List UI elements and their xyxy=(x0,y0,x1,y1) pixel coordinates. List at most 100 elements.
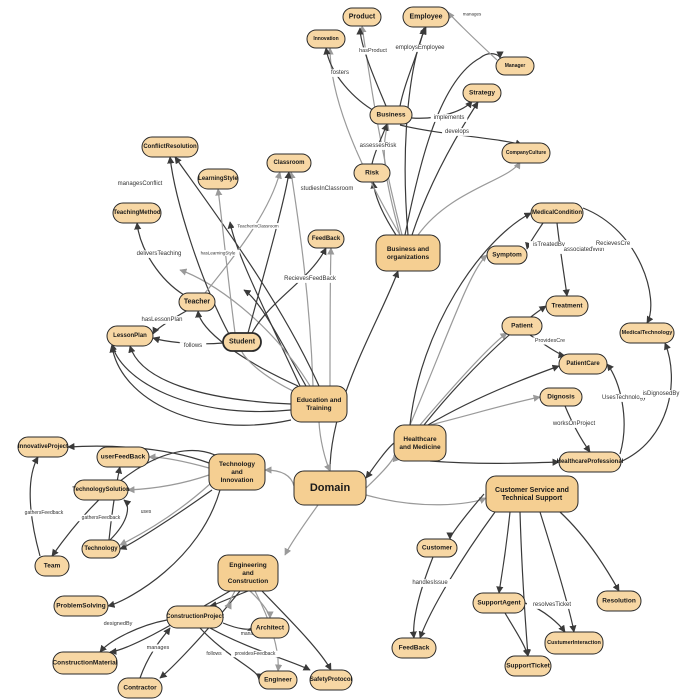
node-strategy[interactable]: Strategy xyxy=(462,83,502,103)
node-box[interactable] xyxy=(307,229,345,249)
node-medtech[interactable]: MedicalTechnology xyxy=(619,322,675,344)
node-box[interactable] xyxy=(290,385,348,423)
node-box[interactable] xyxy=(353,163,391,183)
node-box[interactable] xyxy=(309,669,353,691)
node-box[interactable] xyxy=(402,6,450,28)
node-box[interactable] xyxy=(342,7,382,27)
node-patient[interactable]: Patient xyxy=(501,316,543,336)
node-box[interactable] xyxy=(17,436,69,458)
node-box[interactable] xyxy=(34,555,70,577)
node-supportagent[interactable]: SupportAgent xyxy=(472,592,526,614)
node-innovation[interactable]: Innovation xyxy=(306,29,346,49)
node-box[interactable] xyxy=(117,677,163,699)
node-box[interactable] xyxy=(52,651,118,675)
node-healthprof[interactable]: HealthcareProfessional xyxy=(557,451,624,473)
node-employee[interactable]: Employee xyxy=(402,6,450,28)
node-box[interactable] xyxy=(472,592,526,614)
node-technology[interactable]: Technology xyxy=(81,539,121,559)
node-custinteraction[interactable]: CustumerInteraction xyxy=(544,631,604,655)
edge-label-bg xyxy=(531,337,569,345)
node-symptom[interactable]: Symptom xyxy=(486,245,528,265)
node-patientcare[interactable]: PatientCare xyxy=(558,353,608,375)
node-medcond[interactable]: MedicalCondition xyxy=(530,202,584,224)
node-treatment[interactable]: Treatment xyxy=(545,295,589,317)
node-box[interactable] xyxy=(96,446,150,468)
node-box[interactable] xyxy=(112,202,162,224)
node-box[interactable] xyxy=(293,470,367,506)
node-business_n[interactable]: Business xyxy=(369,105,413,125)
node-box[interactable] xyxy=(501,316,543,336)
node-box[interactable] xyxy=(375,234,441,272)
node-feedback_c[interactable]: FeedBack xyxy=(391,637,437,659)
node-safety[interactable]: SafetyProtocol xyxy=(309,669,353,691)
node-box[interactable] xyxy=(222,332,262,352)
node-constmaterial[interactable]: ConstructionMaterial xyxy=(52,651,118,675)
node-teacher[interactable]: Teacher xyxy=(178,292,216,312)
node-culture[interactable]: CompanyCulture xyxy=(501,142,551,164)
node-box[interactable] xyxy=(81,539,121,559)
node-box[interactable] xyxy=(53,595,109,617)
node-conflict[interactable]: ConflictResolution xyxy=(141,136,199,158)
node-box[interactable] xyxy=(258,670,298,690)
node-resolution[interactable]: Resolution xyxy=(596,590,642,612)
node-box[interactable] xyxy=(166,605,224,629)
node-box[interactable] xyxy=(393,424,447,462)
node-manager[interactable]: Manager xyxy=(495,56,535,76)
node-box[interactable] xyxy=(178,292,216,312)
node-classroom[interactable]: Classroom xyxy=(266,153,312,173)
node-box[interactable] xyxy=(106,325,154,347)
node-box[interactable] xyxy=(391,637,437,659)
node-innoproject[interactable]: InnovativeProject xyxy=(17,436,69,458)
edge-label-bg xyxy=(356,47,390,55)
node-box[interactable] xyxy=(250,617,290,639)
node-box[interactable] xyxy=(73,479,129,501)
node-box[interactable] xyxy=(197,168,239,190)
node-team[interactable]: Team xyxy=(34,555,70,577)
node-problemsolving[interactable]: ProblemSolving xyxy=(53,595,109,617)
node-box[interactable] xyxy=(495,56,535,76)
node-box[interactable] xyxy=(530,202,584,224)
node-contractor[interactable]: Contractor xyxy=(117,677,163,699)
node-box[interactable] xyxy=(596,590,642,612)
node-userfeedback[interactable]: userFeedBack xyxy=(96,446,150,468)
node-box[interactable] xyxy=(266,153,312,173)
node-box[interactable] xyxy=(558,451,622,473)
node-box[interactable] xyxy=(369,105,413,125)
node-box[interactable] xyxy=(462,83,502,103)
node-risk[interactable]: Risk xyxy=(353,163,391,183)
node-customer[interactable]: Customer xyxy=(416,538,458,558)
node-diagnosis[interactable]: Dignosis xyxy=(539,387,583,407)
node-box[interactable] xyxy=(504,655,552,677)
node-lessonplan[interactable]: LessonPlan xyxy=(106,325,154,347)
node-product[interactable]: Product xyxy=(342,7,382,27)
node-box[interactable] xyxy=(619,322,675,344)
node-box[interactable] xyxy=(545,295,589,317)
node-box[interactable] xyxy=(544,631,604,655)
node-box[interactable] xyxy=(501,142,551,164)
node-box[interactable] xyxy=(208,453,266,491)
node-teachmethod[interactable]: TeachingMethod xyxy=(112,202,162,224)
node-architect[interactable]: Architect xyxy=(250,617,290,639)
node-box[interactable] xyxy=(306,29,346,49)
node-box[interactable] xyxy=(558,353,608,375)
node-box[interactable] xyxy=(217,554,279,592)
node-box[interactable] xyxy=(416,538,458,558)
node-box[interactable] xyxy=(485,475,579,513)
node-domain[interactable]: Domain xyxy=(293,470,367,506)
node-box[interactable] xyxy=(539,387,583,407)
node-learningstyle[interactable]: LearningStyle xyxy=(197,168,239,190)
node-techsolution[interactable]: TechnologySolution xyxy=(72,479,130,501)
node-box[interactable] xyxy=(141,136,199,158)
node-supportticket[interactable]: SupportTicket xyxy=(504,655,552,677)
node-box[interactable] xyxy=(486,245,528,265)
node-student[interactable]: Student xyxy=(222,332,262,352)
node-engineer[interactable]: Engineer xyxy=(258,670,298,690)
node-constproject[interactable]: ConstructionProject xyxy=(166,605,224,629)
node-feedback_e[interactable]: FeedBack xyxy=(307,229,345,249)
